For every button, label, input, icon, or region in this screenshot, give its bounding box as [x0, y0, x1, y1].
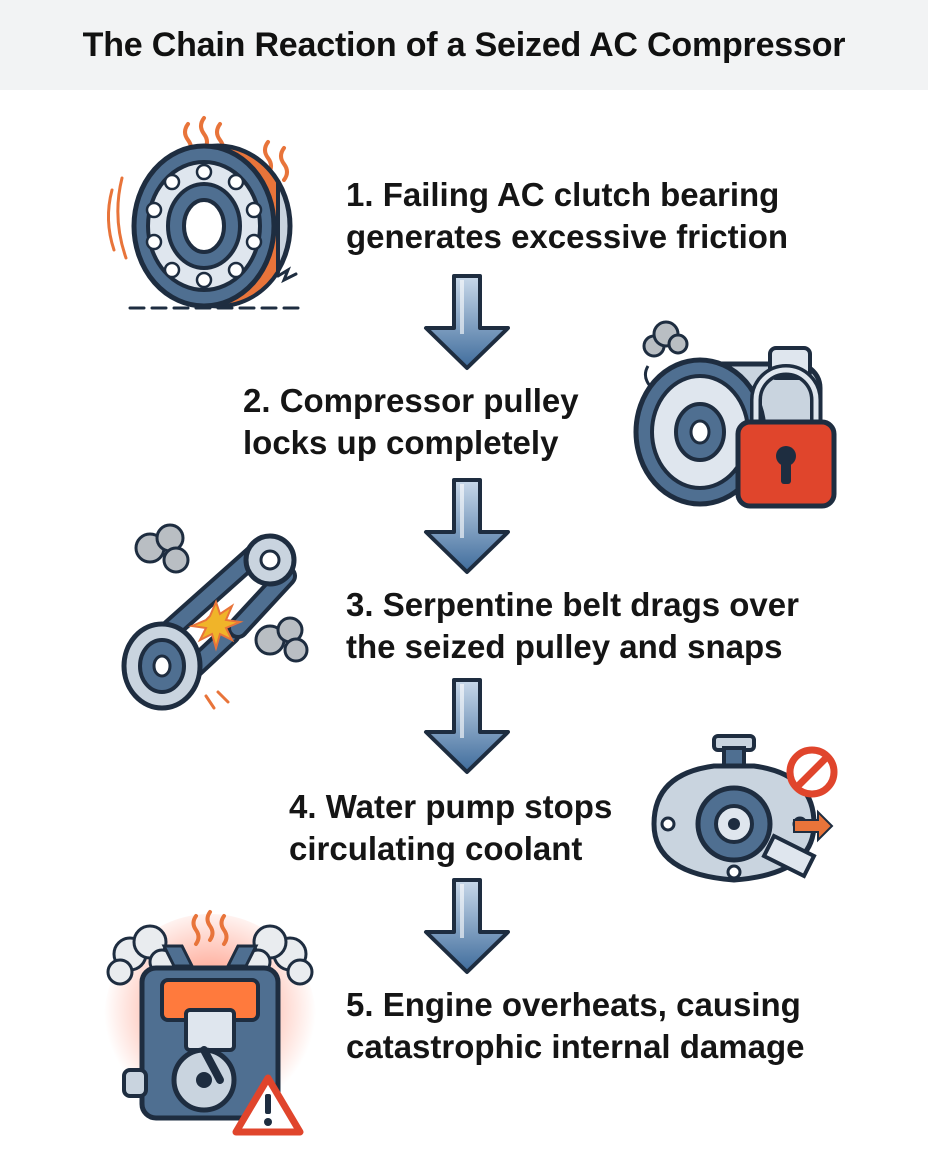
stopped-water-pump-icon [651, 734, 838, 883]
hot-bearing-icon [107, 116, 302, 310]
snapped-belt-icon [121, 523, 309, 711]
locked-compressor-icon [633, 320, 837, 509]
down-arrow-icon [424, 878, 510, 974]
down-arrow-icon [424, 678, 510, 774]
down-arrow-icon [424, 478, 510, 574]
overheated-engine-icon [104, 910, 316, 1136]
page-title: The Chain Reaction of a Seized AC Compre… [82, 25, 846, 64]
down-arrow-icon [424, 274, 510, 370]
title-bar: The Chain Reaction of a Seized AC Compre… [0, 0, 928, 90]
